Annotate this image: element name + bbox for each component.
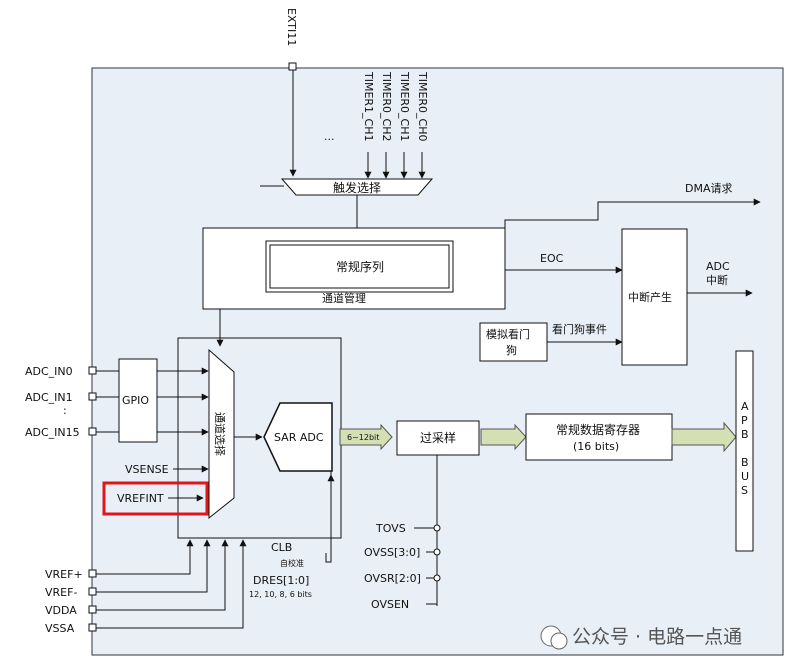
vsense-label: VSENSE bbox=[125, 463, 169, 476]
apb-bus-letter: B bbox=[741, 456, 749, 469]
adc-in1-pin bbox=[88, 392, 97, 401]
ovs-signal-ovsr: OVSR[2:0] bbox=[364, 572, 421, 585]
regular-data-register-bits: (16 bits) bbox=[573, 440, 619, 453]
timer-label-3: TIMER0_CH0 bbox=[416, 71, 429, 142]
ovs-signal-ovss: OVSS[3:0] bbox=[364, 546, 420, 559]
dres-values-label: 12, 10, 8, 6 bits bbox=[249, 590, 312, 599]
adc-interrupt-label-1: ADC bbox=[706, 260, 730, 273]
gpio-box bbox=[118, 358, 158, 443]
adc-input-0: ADC_IN0 bbox=[25, 365, 73, 378]
channel-select-label: 通道选择 bbox=[213, 412, 227, 456]
eoc-label: EOC bbox=[540, 252, 564, 265]
sar-to-ovs-arrow bbox=[339, 423, 393, 451]
adc-in15-pin bbox=[88, 427, 97, 436]
sar-adc-label: SAR ADC bbox=[274, 431, 324, 444]
channel-management-label: 通道管理 bbox=[322, 291, 366, 305]
reg-to-bus-arrow bbox=[671, 421, 737, 453]
regular-data-register-box bbox=[525, 413, 673, 461]
trigger-select-label: 触发选择 bbox=[333, 180, 381, 195]
timer-ellipsis: ... bbox=[324, 130, 335, 143]
timer-label-0: TIMER1_CH1 bbox=[362, 71, 375, 142]
power-pin-vssa: VSSA bbox=[45, 622, 75, 635]
oversample-box bbox=[396, 420, 480, 456]
regular-data-register-label: 常规数据寄存器 bbox=[556, 422, 640, 437]
watchdog-label-2: 狗 bbox=[506, 344, 517, 357]
adc-in0-pin bbox=[88, 366, 97, 375]
oversample-label: 过采样 bbox=[420, 430, 456, 445]
interrupt-gen-box bbox=[621, 228, 688, 366]
apb-bus-box bbox=[735, 350, 754, 552]
interrupt-gen-label: 中断产生 bbox=[628, 290, 672, 304]
adc-input-15: ADC_IN15 bbox=[25, 426, 80, 439]
ovs-signal-ovsen: OVSEN bbox=[371, 598, 409, 611]
dres-label: DRES[1:0] bbox=[253, 574, 309, 587]
timer-label-2: TIMER0_CH1 bbox=[398, 71, 411, 142]
gpio-label: GPIO bbox=[122, 394, 149, 407]
apb-bus-letter: P bbox=[741, 414, 748, 427]
trigger-select-mux bbox=[280, 178, 434, 196]
ovs-signal-tovs: TOVS bbox=[375, 522, 406, 535]
adc-interrupt-label-2: 中断 bbox=[706, 273, 728, 287]
sar-adc-block bbox=[263, 402, 333, 472]
apb-bus-letter: S bbox=[741, 484, 748, 497]
watchdog-label-1: 模拟看门 bbox=[486, 327, 530, 341]
apb-bus-letter: B bbox=[741, 428, 749, 441]
power-pin-vref-minus: VREF- bbox=[45, 586, 77, 599]
channel-select-mux bbox=[208, 348, 235, 520]
power-pin-vdda: VDDA bbox=[45, 604, 77, 617]
vrefint-label: VREFINT bbox=[117, 492, 164, 505]
watermark-text: 公众号 · 电路一点通 bbox=[572, 626, 742, 648]
apb-bus-letter: A bbox=[741, 400, 749, 413]
regular-sequence-box bbox=[265, 240, 454, 293]
exti-label: EXTI11 bbox=[285, 8, 298, 46]
apb-bus-letter: U bbox=[741, 470, 749, 483]
adc-input-1: ADC_IN1 bbox=[25, 391, 73, 404]
vrefint-highlight bbox=[102, 481, 209, 516]
clb-label: CLB bbox=[271, 541, 292, 554]
ovs-to-reg-arrow bbox=[480, 423, 527, 451]
regular-sequence-label: 常规序列 bbox=[336, 259, 384, 274]
exti-pin bbox=[288, 62, 297, 71]
watermark: 公众号 · 电路一点通 bbox=[540, 625, 742, 650]
dma-request-label: DMA请求 bbox=[685, 182, 733, 195]
self-calibration-label: 自校准 bbox=[280, 558, 304, 568]
timer-label-1: TIMER0_CH2 bbox=[380, 71, 393, 142]
watchdog-event-label: 看门狗事件 bbox=[552, 322, 607, 336]
bit-width-label: 6~12bit bbox=[347, 433, 379, 442]
power-pin-vref-plus: VREF+ bbox=[45, 568, 83, 581]
adc-input-dots: : bbox=[63, 404, 67, 417]
